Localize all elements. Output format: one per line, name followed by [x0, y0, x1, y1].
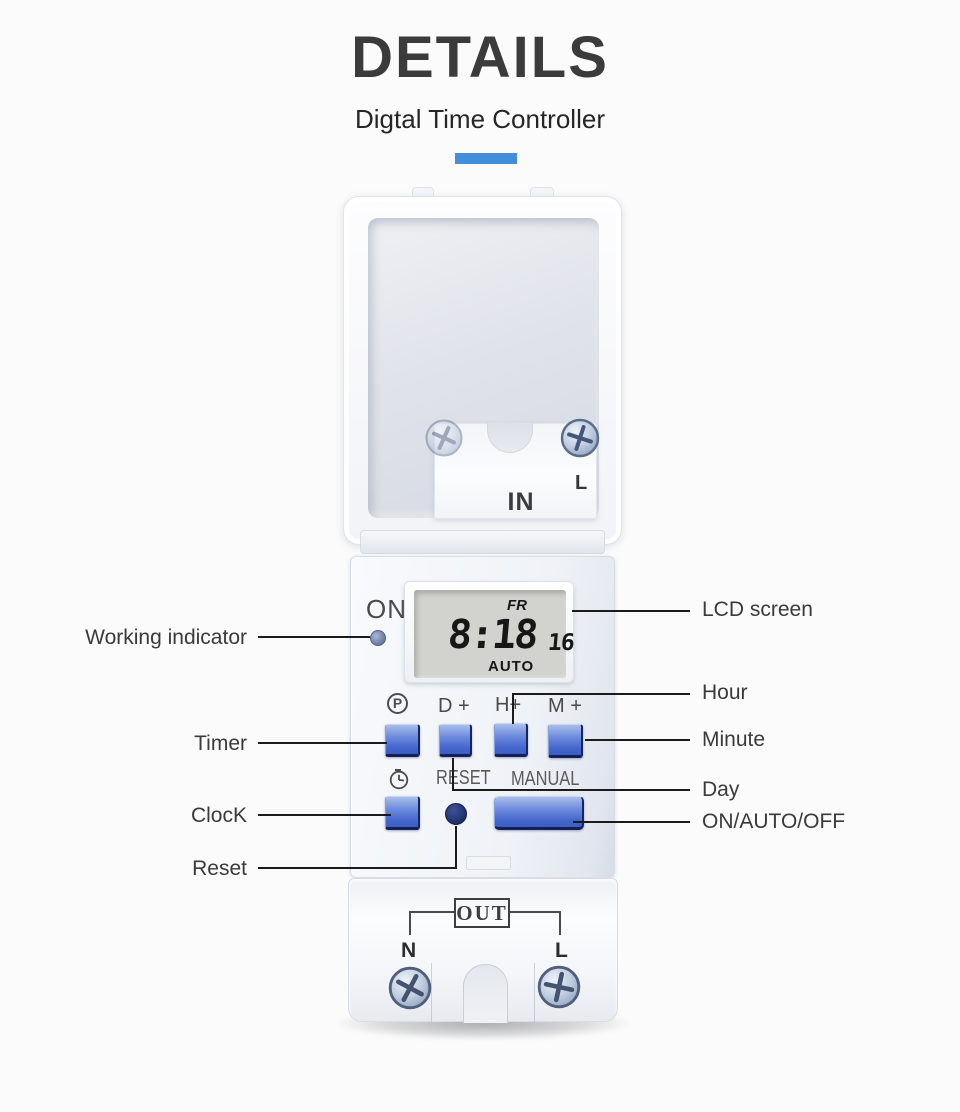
callout-label-day: Day — [702, 778, 740, 801]
callout-label-timer: Timer — [194, 732, 247, 755]
callout-label-hour: Hour — [702, 681, 748, 704]
out-label-box: OUT — [454, 898, 510, 928]
callout-line-on-auto-off — [573, 821, 690, 823]
lcd-screen: FR 8:18 16 AUTO — [414, 590, 575, 678]
terminal-notch — [487, 423, 533, 453]
din-rail-notch — [463, 964, 508, 1023]
groove — [431, 963, 432, 1022]
lcd-bezel: FR 8:18 16 AUTO — [404, 581, 575, 683]
minute-plus-label: M + — [548, 695, 582, 717]
callout-line-day-v — [452, 758, 454, 791]
timer-button — [385, 724, 420, 757]
working-indicator-led — [370, 630, 386, 646]
hour-plus-button — [494, 723, 528, 757]
out-bracket-right-v — [559, 911, 561, 935]
callout-line-hour-v — [512, 693, 514, 724]
lcd-time: 8:18 — [445, 612, 539, 658]
output-screw-left-icon — [388, 966, 432, 1010]
callout-line-working-indicator — [258, 636, 370, 638]
panel-bottom-tab — [466, 856, 511, 870]
line-terminal-label: L — [555, 939, 568, 962]
lcd-mode: AUTO — [488, 658, 535, 675]
out-bracket-left-h — [409, 911, 454, 913]
manual-label: MANUAL — [511, 768, 580, 790]
callout-label-clock: ClocK — [190, 804, 247, 827]
cover-tab-left — [412, 187, 434, 198]
cover-window: L IN — [368, 218, 600, 519]
clock-button — [385, 796, 420, 830]
callout-line-minute — [585, 739, 690, 741]
lcd-seconds: 16 — [546, 630, 575, 656]
cover-tab-right — [530, 187, 554, 198]
in-label: IN — [507, 488, 535, 516]
on-label: ON — [366, 594, 407, 624]
control-panel: ON FR 8:18 16 AUTO P D + H+ M + — [350, 556, 615, 878]
input-terminal-block: L IN — [425, 418, 600, 519]
callout-line-clock — [258, 814, 391, 816]
out-bracket-right-h — [510, 911, 561, 913]
neutral-terminal-label: N — [401, 939, 417, 962]
callout-line-lcd — [572, 610, 690, 612]
reset-label: RESET — [436, 767, 491, 789]
callout-line-hour-h — [512, 693, 690, 695]
callout-label-reset: Reset — [192, 857, 247, 880]
minute-plus-button — [548, 724, 583, 758]
program-icon: P — [387, 693, 408, 714]
manual-button — [494, 796, 584, 830]
cover-line-terminal-label: L — [575, 472, 588, 494]
callout-line-reset-h — [258, 867, 457, 869]
callout-line-reset-v — [455, 826, 457, 869]
page-title: DETAILS — [351, 25, 609, 90]
clock-icon — [388, 768, 410, 790]
cover-hinge — [360, 530, 605, 554]
groove — [534, 963, 535, 1022]
hour-plus-label: H+ — [495, 694, 522, 716]
input-screw-right-icon — [560, 418, 600, 458]
callout-label-lcd-screen: LCD screen — [702, 598, 813, 621]
lcd-day-of-week: FR — [507, 597, 527, 614]
callout-label-minute: Minute — [702, 728, 766, 751]
transparent-cover: L IN — [343, 196, 622, 545]
day-plus-button — [439, 724, 472, 757]
reset-button — [445, 803, 467, 825]
callout-line-day-h — [452, 789, 690, 791]
out-bracket-left-v — [409, 911, 411, 935]
page-subtitle: Digtal Time Controller — [355, 104, 605, 134]
callout-label-on-auto-off: ON/AUTO/OFF — [702, 810, 846, 833]
callout-line-timer — [258, 742, 387, 744]
output-terminal-block: OUT N L — [348, 878, 618, 1023]
callout-label-working-indicator: Working indicator — [85, 626, 247, 649]
day-plus-label: D + — [438, 695, 470, 717]
title-divider — [455, 153, 517, 164]
input-screw-left-icon — [424, 418, 464, 458]
output-screw-right-icon — [537, 965, 581, 1009]
